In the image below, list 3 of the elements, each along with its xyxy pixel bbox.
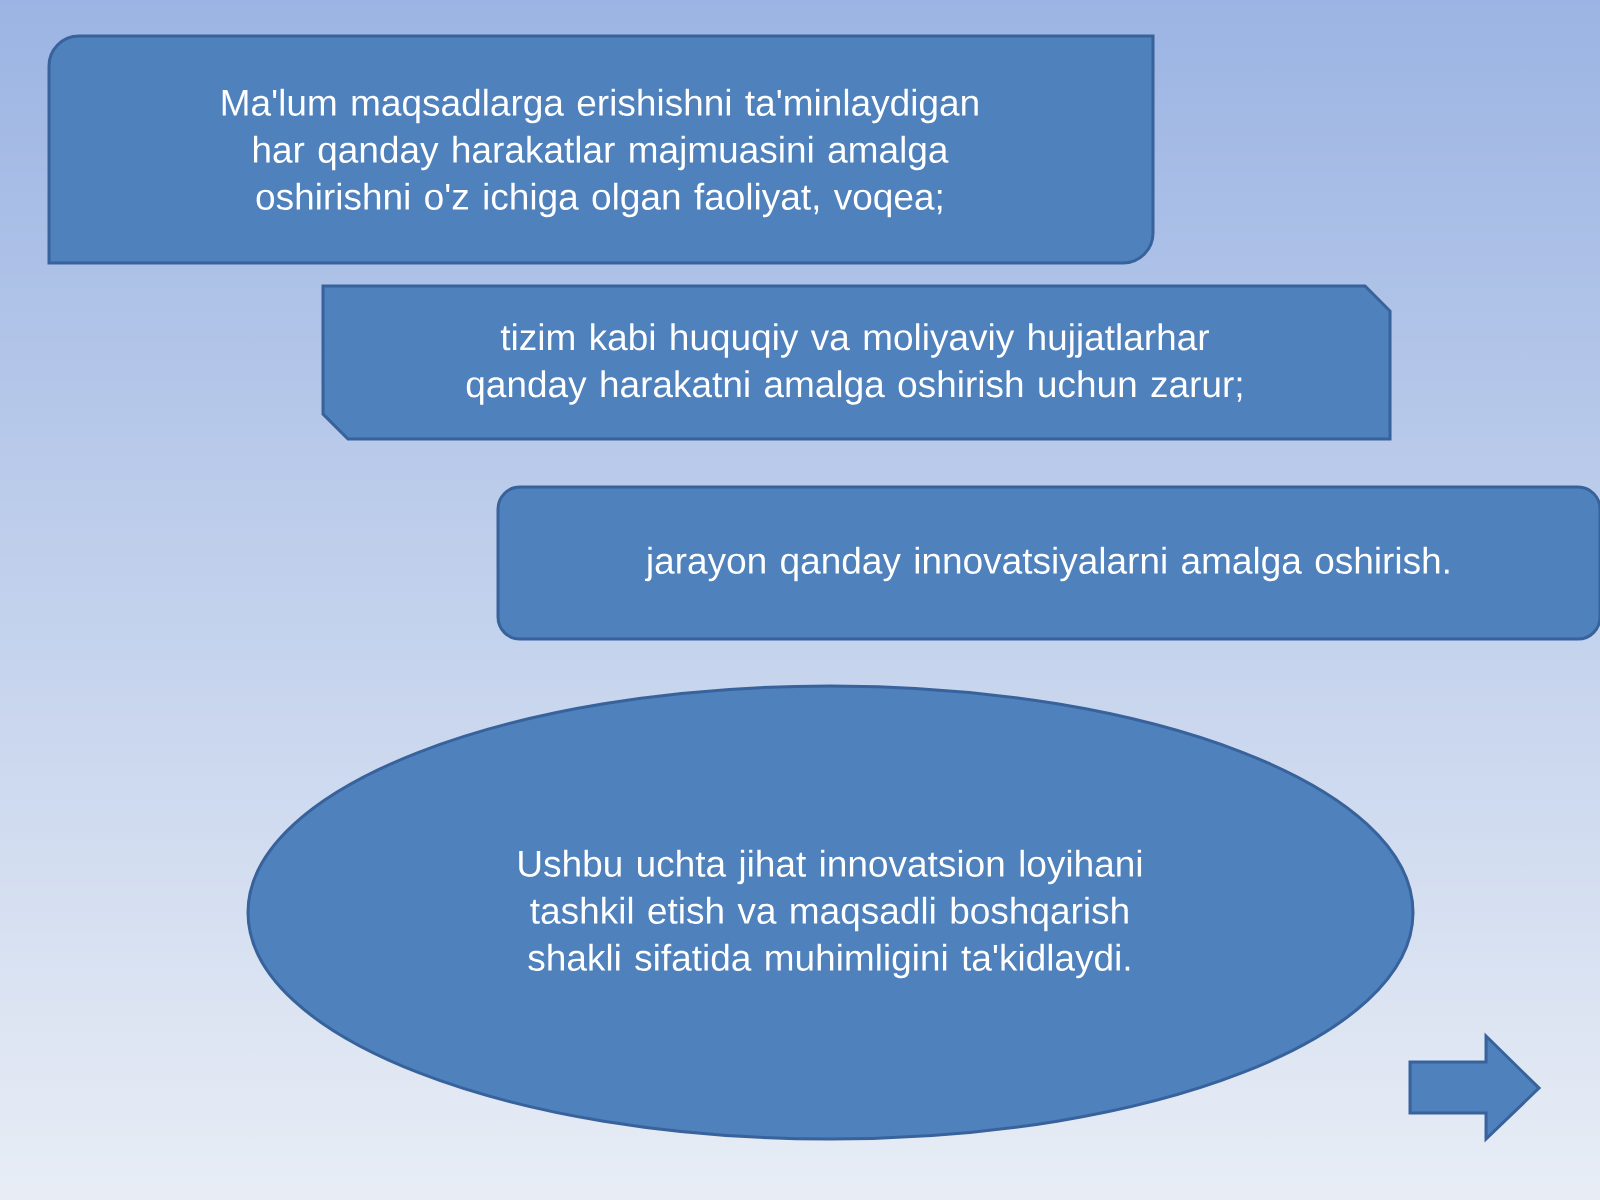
callout-box: Ma'lum maqsadlarga erishishni ta'minlaydigan har qanday harakatlar majmuasini amalga oshirishni o'z ichiga olgan faoliyat, voqea; [47,34,1155,265]
callout-box: jarayon qanday innovatsiyalarni amalga oshirish. [496,485,1600,641]
callout-box: tizim kabi huquqiy va moliyaviy hujjatlarhar qanday harakatni amalga oshirish uchun zarur; [321,284,1392,441]
